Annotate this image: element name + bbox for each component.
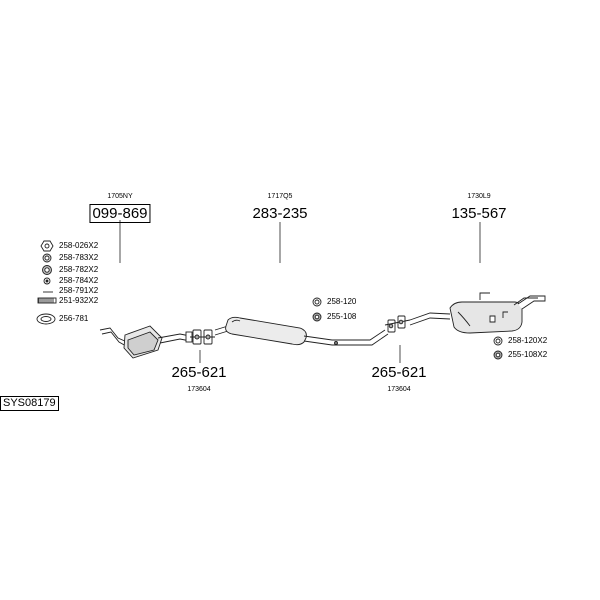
front-silencer-part-number[interactable]: 283-235: [252, 205, 308, 222]
catalyst-ref: 1705NY: [107, 193, 133, 200]
small-part-label[interactable]: 256-781: [59, 314, 89, 323]
clamp-left-part-number[interactable]: 265-621: [171, 364, 227, 381]
clamp-left-drawing: [190, 329, 215, 345]
front-silencer-drawing: [214, 316, 389, 346]
small-part-label[interactable]: 251-932X2: [59, 296, 99, 305]
small-parts-icons-middle: [312, 297, 322, 322]
small-part-label[interactable]: 258-120: [327, 297, 357, 306]
clamp-right-drawing: [384, 315, 411, 333]
clamp-right-ref: 173604: [387, 386, 411, 393]
small-part-label[interactable]: 258-783X2: [59, 253, 99, 262]
small-part-label[interactable]: 255-108: [327, 312, 357, 321]
small-part-label[interactable]: 258-791X2: [59, 286, 99, 295]
small-part-label[interactable]: 258-026X2: [59, 241, 99, 250]
rear-silencer-ref: 1730L9: [467, 193, 491, 200]
catalyst-part-number[interactable]: 099-869: [89, 204, 151, 223]
small-parts-icons-right: [493, 336, 503, 360]
small-part-label[interactable]: 258-120X2: [508, 336, 548, 345]
small-part-label[interactable]: 258-784X2: [59, 276, 99, 285]
small-part-label[interactable]: 258-782X2: [59, 265, 99, 274]
clamp-left-ref: 173604: [187, 386, 211, 393]
catalyst-drawing: [99, 325, 193, 359]
system-code: SYS08179: [0, 396, 59, 411]
front-silencer-ref: 1717Q5: [267, 193, 293, 200]
small-parts-icons-left: [36, 240, 57, 325]
clamp-right-part-number[interactable]: 265-621: [371, 364, 427, 381]
rear-silencer-part-number[interactable]: 135-567: [451, 205, 507, 222]
small-part-label[interactable]: 255-108X2: [508, 350, 548, 359]
rear-silencer-drawing: [409, 292, 546, 334]
